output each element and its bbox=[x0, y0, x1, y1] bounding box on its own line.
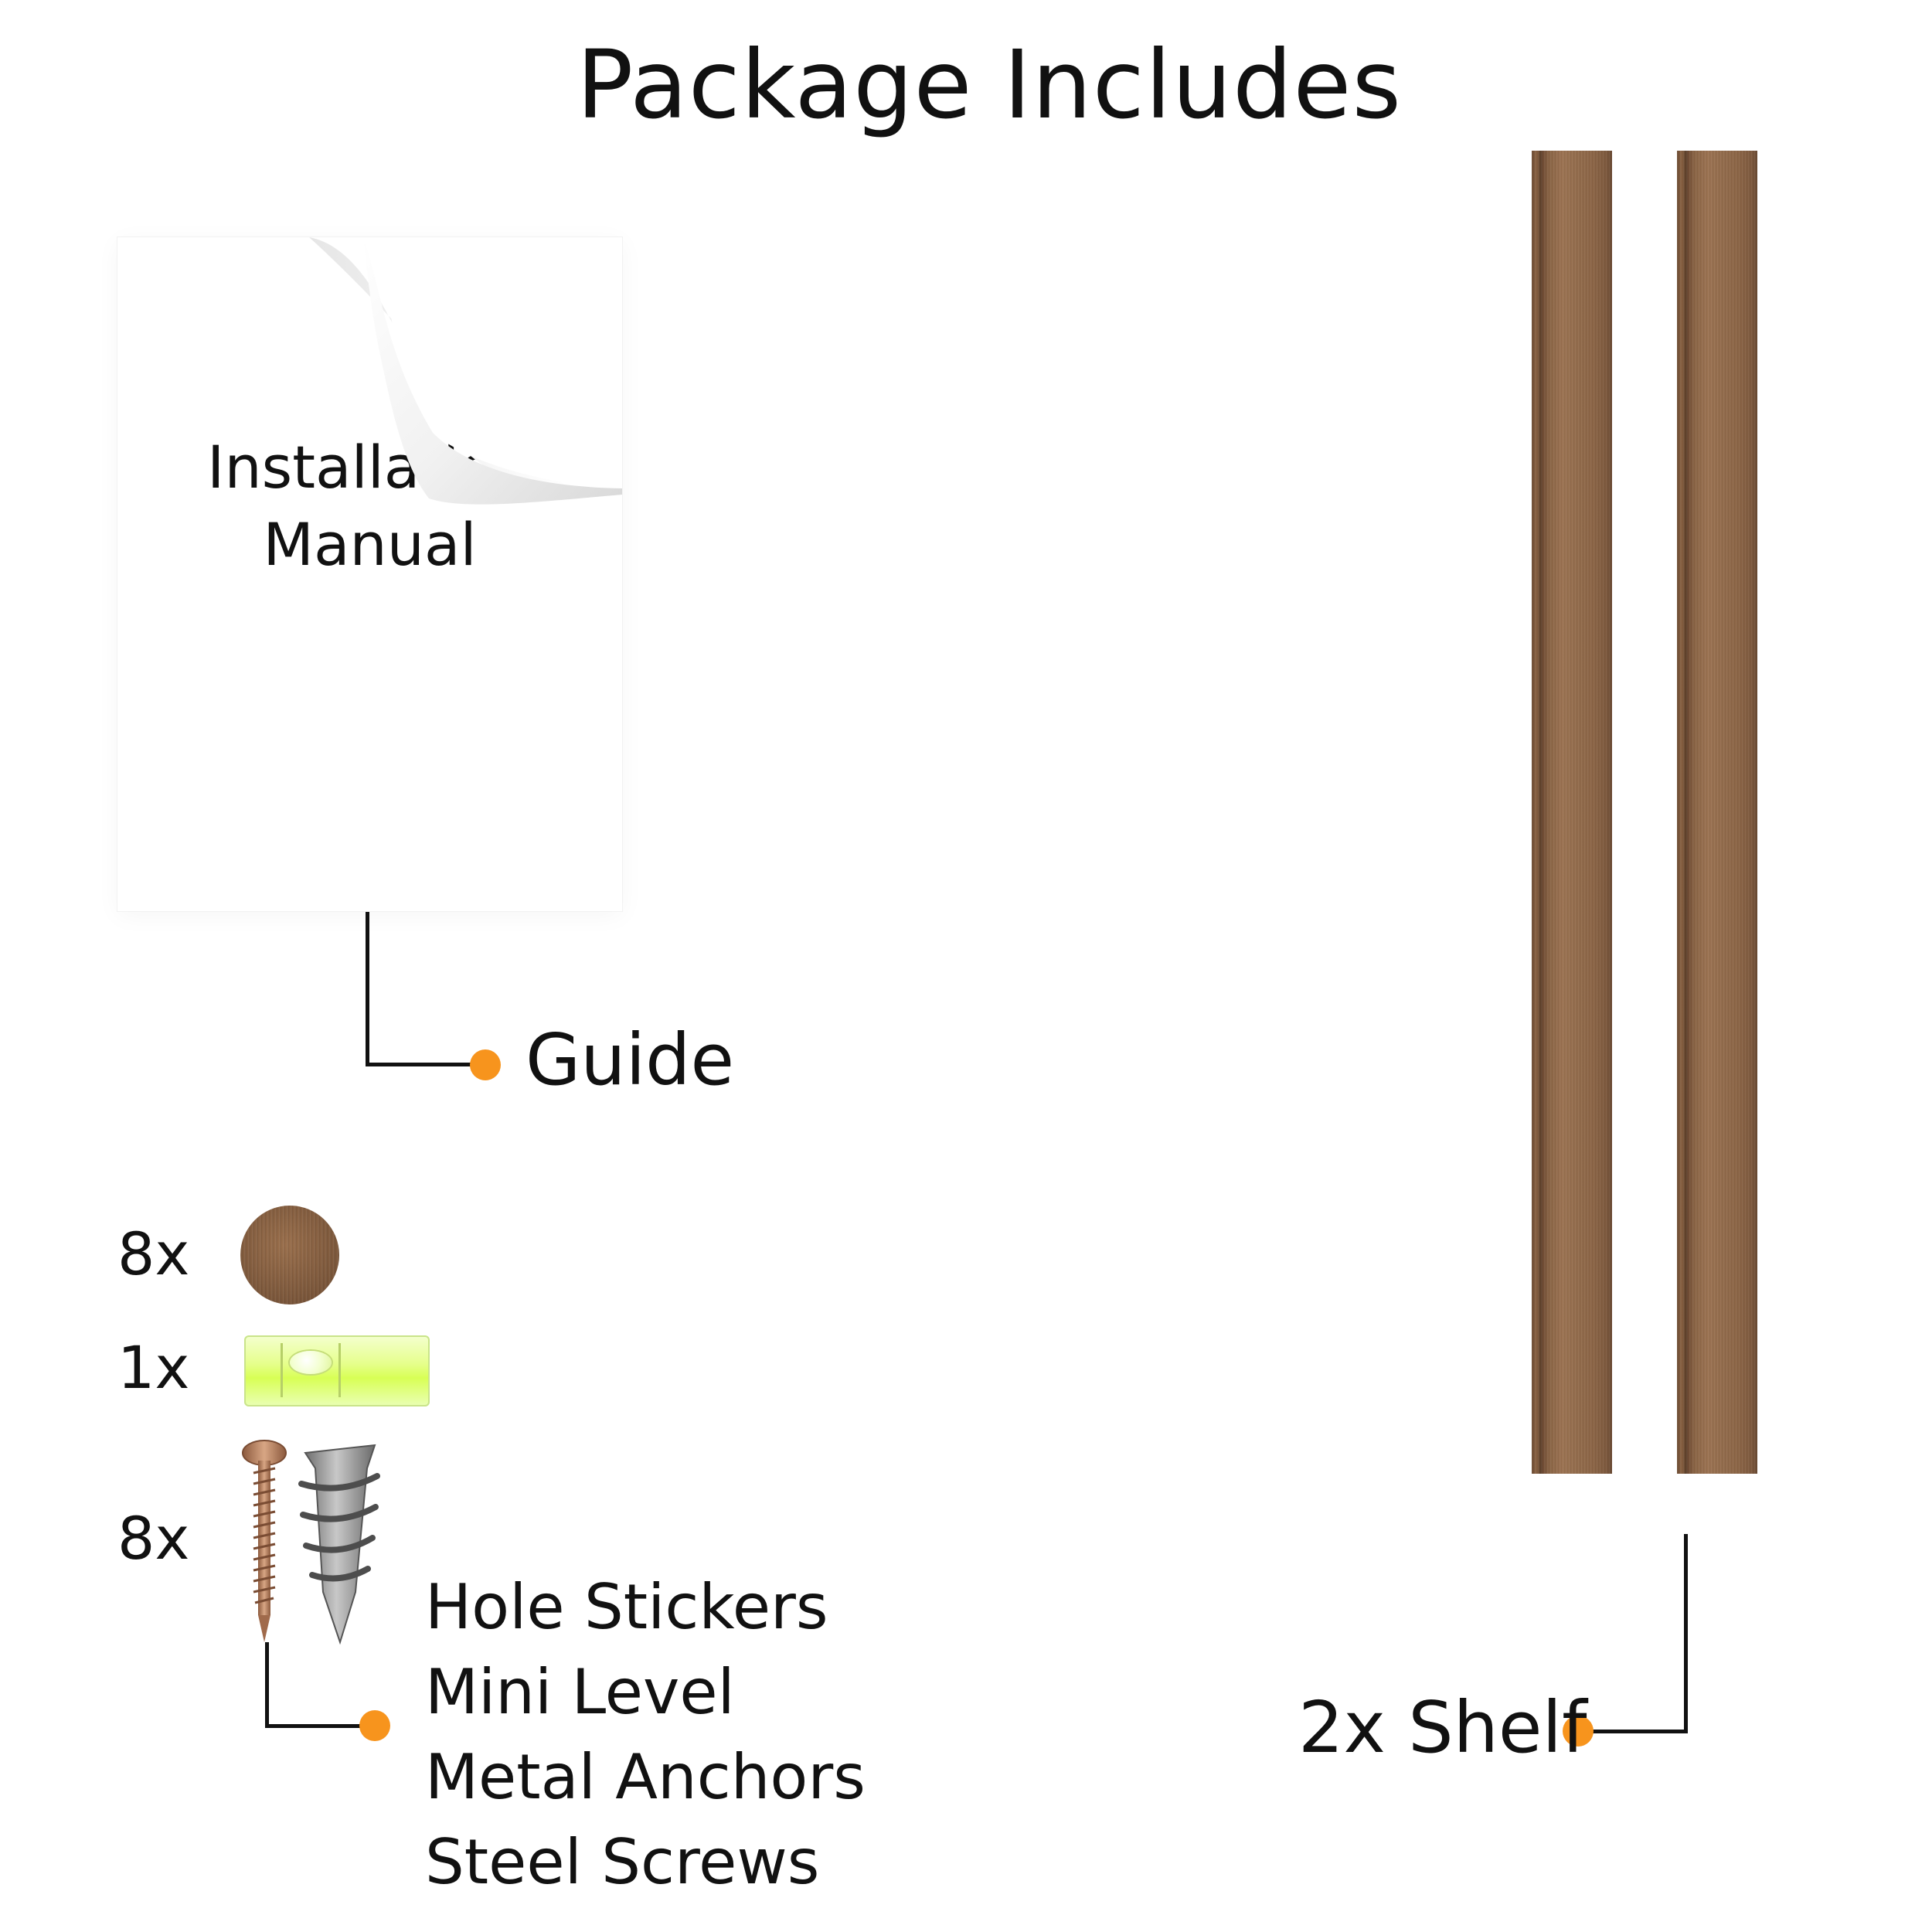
manual-title-line2: Manual bbox=[263, 510, 477, 579]
guide-dot bbox=[470, 1049, 501, 1080]
shelf-board-2 bbox=[1677, 151, 1757, 1474]
screws-quantity: 8x bbox=[117, 1504, 190, 1573]
level-quantity: 1x bbox=[117, 1333, 190, 1402]
manual-title-line1: Installation bbox=[207, 433, 532, 502]
shelf-leader-vertical bbox=[1684, 1534, 1688, 1733]
shelf-dot bbox=[1563, 1716, 1594, 1747]
shelf-label: 2x Shelf bbox=[1298, 1686, 1587, 1769]
level-mark-right bbox=[338, 1343, 341, 1397]
hole-sticker-image bbox=[240, 1206, 339, 1304]
list-item: Mini Level bbox=[425, 1656, 735, 1728]
manual-cover-text: Installation Manual bbox=[117, 429, 622, 583]
level-bubble-icon bbox=[290, 1351, 332, 1374]
list-item: Hole Stickers bbox=[425, 1571, 828, 1643]
stickers-quantity: 8x bbox=[117, 1219, 190, 1288]
guide-leader-vertical bbox=[366, 912, 369, 1066]
shelf-leader-horizontal bbox=[1580, 1730, 1688, 1733]
mini-level-image bbox=[244, 1335, 430, 1406]
shelf-board-1 bbox=[1532, 151, 1612, 1474]
guide-leader-horizontal bbox=[366, 1063, 485, 1066]
list-item: Steel Screws bbox=[425, 1826, 820, 1898]
hardware-items-list: Hole Stickers Mini Level Metal Anchors S… bbox=[425, 1565, 866, 1905]
page-title: Package Includes bbox=[576, 30, 1403, 140]
hardware-dot bbox=[359, 1710, 390, 1741]
hardware-leader-vertical bbox=[265, 1642, 269, 1727]
level-mark-left bbox=[281, 1343, 283, 1397]
screw-and-anchor-icon bbox=[242, 1440, 380, 1645]
hardware-leader-horizontal bbox=[265, 1724, 373, 1728]
list-item: Metal Anchors bbox=[425, 1741, 866, 1813]
guide-label: Guide bbox=[526, 1019, 735, 1101]
